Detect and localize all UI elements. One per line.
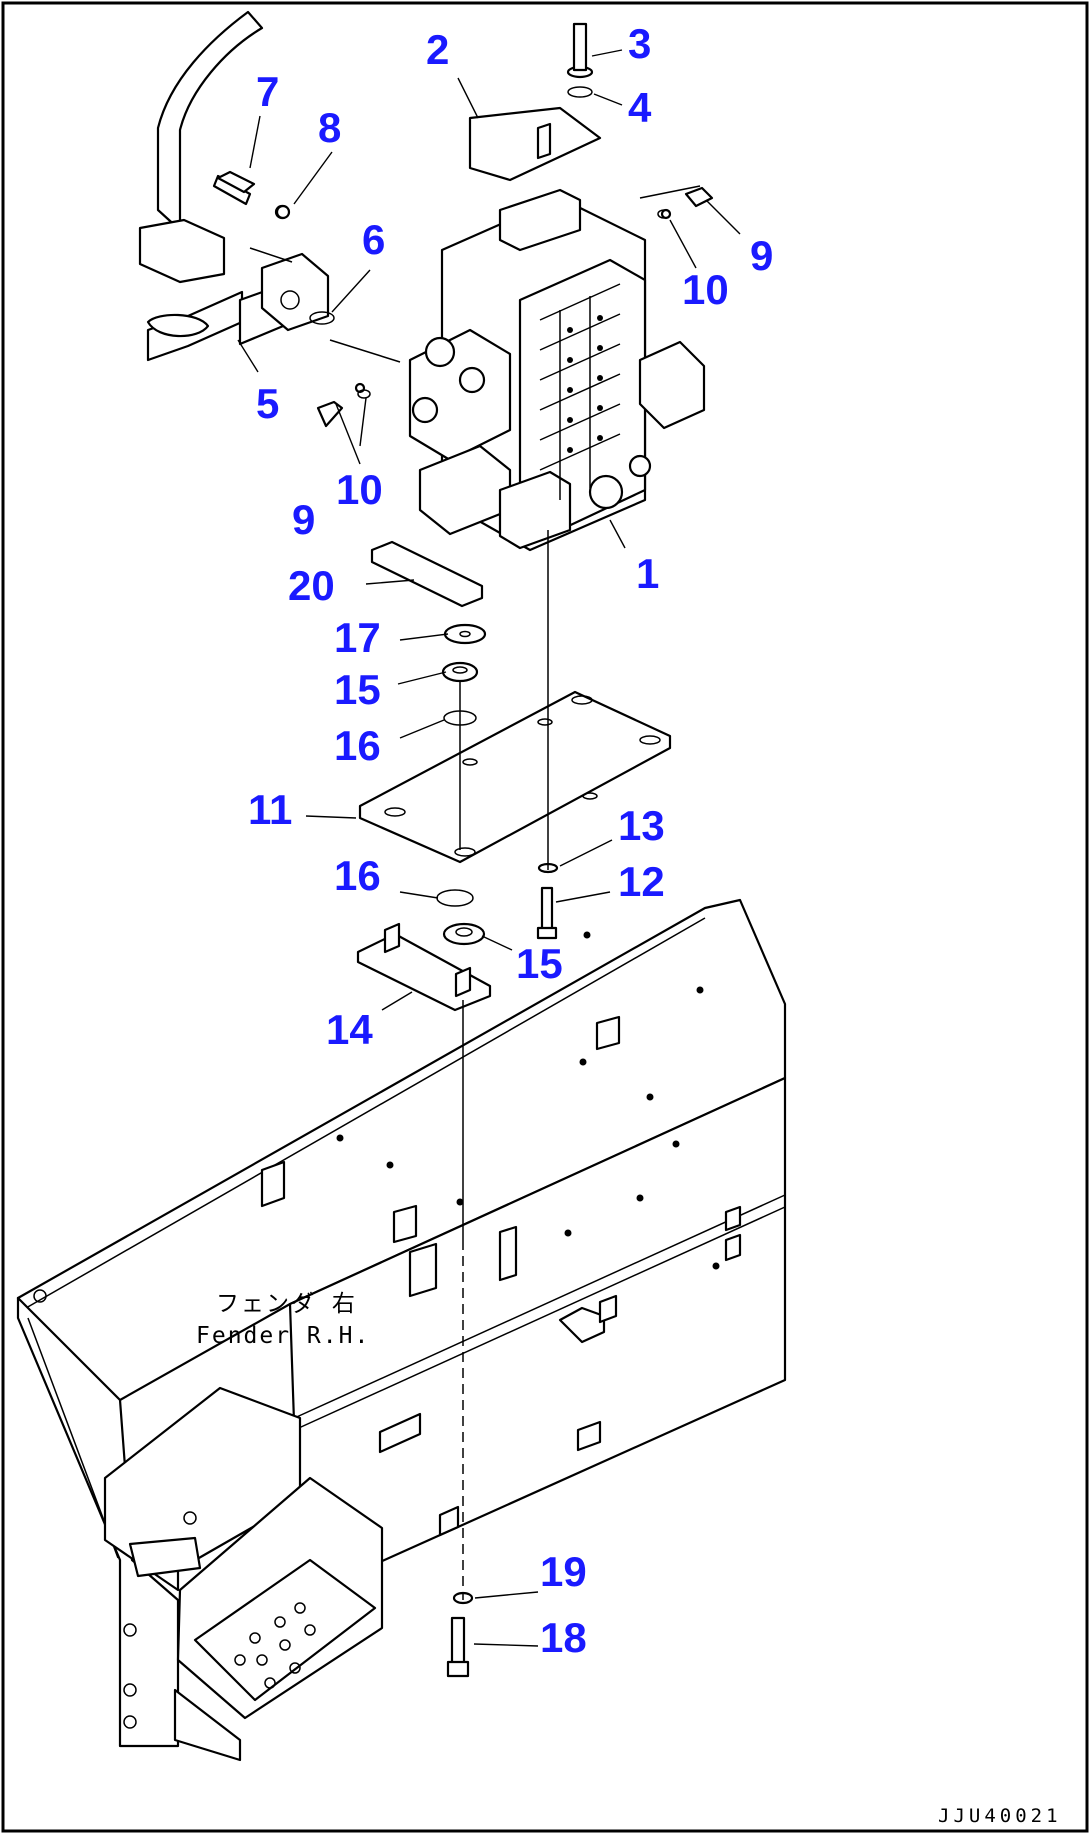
washer-part-15-upper — [441, 661, 479, 683]
washer-part-8 — [275, 204, 291, 220]
callout-15-lower: 15 — [516, 940, 563, 987]
callout-15-upper: 15 — [334, 666, 381, 713]
callout-10-left: 10 — [336, 466, 383, 513]
bracket-part-14 — [356, 922, 492, 1012]
callout-9-left: 9 — [292, 496, 315, 543]
strap-part-20 — [370, 540, 484, 608]
elbow-part-7 — [216, 170, 256, 194]
callout-8: 8 — [318, 104, 341, 151]
plate-part-11 — [358, 690, 672, 864]
bolt-part-18 — [446, 1616, 470, 1678]
callout-4: 4 — [628, 84, 652, 131]
washer-part-4 — [567, 86, 593, 98]
control-valve-part-1 — [316, 186, 714, 552]
callout-13: 13 — [618, 802, 665, 849]
callout-labels: 1 2 3 4 5 6 7 8 9 9 10 10 11 12 13 14 15… — [248, 20, 773, 1661]
bracket-part-2 — [468, 22, 602, 182]
callout-12: 12 — [618, 858, 665, 905]
callout-16-upper: 16 — [334, 722, 381, 769]
callout-1: 1 — [636, 550, 659, 597]
oring-part-6 — [309, 311, 335, 325]
fender-label-jp: フェンダ 右 — [216, 1291, 357, 1317]
callout-18: 18 — [540, 1614, 587, 1661]
oring-part-16-lower — [436, 889, 474, 907]
callout-7: 7 — [256, 68, 279, 115]
drawing-code: JJU40021 — [938, 1805, 1062, 1827]
washer-part-17 — [443, 623, 487, 645]
callout-19: 19 — [540, 1548, 587, 1595]
bolt-part-12 — [536, 886, 558, 940]
callout-9-right: 9 — [750, 232, 773, 279]
fender-panel: フェンダ 右 Fender R.H. — [16, 898, 787, 1762]
leader-lines — [237, 49, 741, 1647]
callout-6: 6 — [362, 216, 385, 263]
oring-part-10-left — [357, 389, 371, 399]
callout-10-right: 10 — [682, 266, 729, 313]
callout-14: 14 — [326, 1006, 373, 1053]
callout-5: 5 — [256, 380, 279, 427]
oring-part-10-right — [657, 209, 671, 219]
fender-label-en: Fender R.H. — [196, 1323, 370, 1349]
callout-17: 17 — [334, 614, 381, 661]
washer-part-15-lower — [442, 922, 486, 946]
callout-3: 3 — [628, 20, 651, 67]
callout-11: 11 — [248, 786, 292, 833]
callout-2: 2 — [426, 26, 449, 73]
assembly-axes — [249, 185, 701, 1600]
callout-20: 20 — [288, 562, 335, 609]
callout-16-lower: 16 — [334, 852, 381, 899]
